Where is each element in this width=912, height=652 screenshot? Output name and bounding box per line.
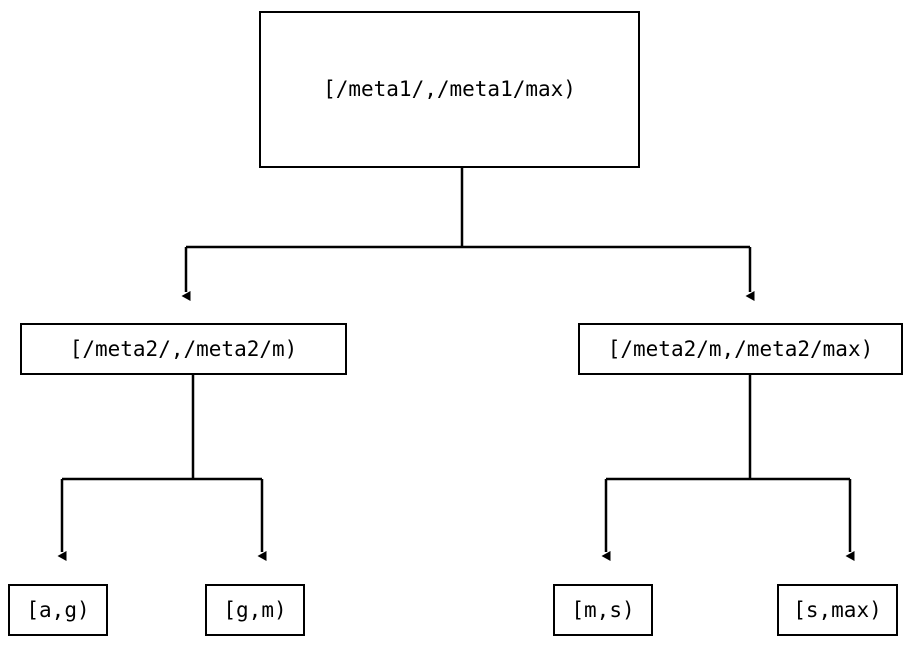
tree-node-leaf-1-label: [a,g) — [26, 597, 90, 622]
edge-root-to-mid-bus — [186, 168, 750, 249]
tree-node-leaf-3-label: [m,s) — [571, 597, 635, 622]
tree-node-leaf-2: [g,m) — [205, 584, 305, 636]
edge-mid-left-bus — [62, 375, 262, 481]
tree-node-root-label: [/meta1/,/meta1/max) — [323, 77, 576, 101]
tree-node-leaf-4-label: [s,max) — [793, 597, 882, 622]
tree-node-root: [/meta1/,/meta1/max) — [259, 11, 640, 168]
edge-mid-right-bus — [606, 375, 850, 481]
tree-node-mid-left-label: [/meta2/,/meta2/m) — [69, 336, 298, 361]
tree-node-mid-right: [/meta2/m,/meta2/max) — [578, 323, 903, 375]
tree-node-leaf-2-label: [g,m) — [223, 597, 287, 622]
tree-node-leaf-1: [a,g) — [8, 584, 108, 636]
tree-node-leaf-4: [s,max) — [777, 584, 898, 636]
tree-node-leaf-3: [m,s) — [553, 584, 653, 636]
tree-node-mid-left: [/meta2/,/meta2/m) — [20, 323, 347, 375]
tree-node-mid-right-label: [/meta2/m,/meta2/max) — [607, 336, 874, 361]
